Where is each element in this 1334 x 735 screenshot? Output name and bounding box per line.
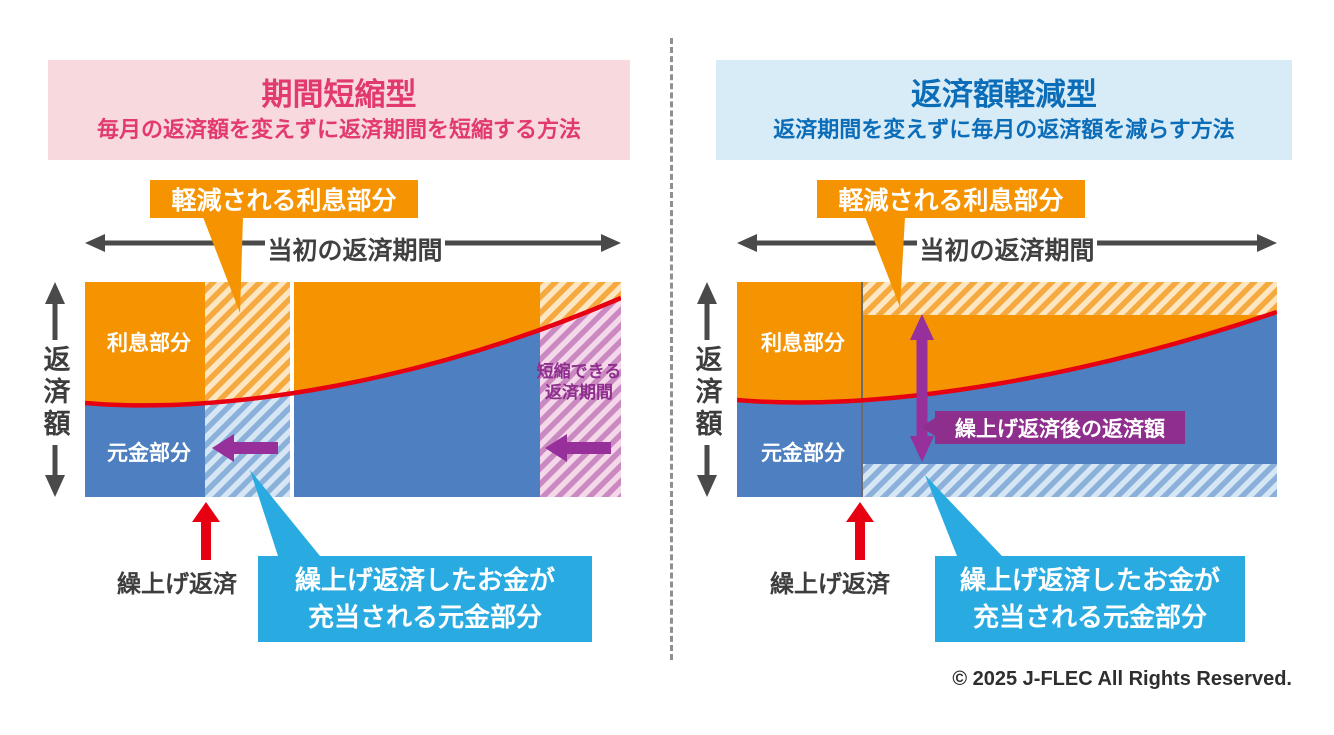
- shortened-period-hatch: [540, 298, 621, 497]
- left-panel-subtitle: 毎月の返済額を変えずに返済期間を短縮する方法: [96, 116, 581, 142]
- left-repayment-amount-label: 返済額: [39, 340, 71, 445]
- saved-interest-strip-hatch: [862, 282, 1277, 315]
- interest-portion-label: 利息部分: [761, 331, 845, 355]
- left-amortization-chart: 利息部分 元金部分 短縮できる 返済期間: [85, 282, 621, 497]
- principal-portion-label: 元金部分: [761, 441, 845, 465]
- prepaid-principal-strip-hatch: [862, 464, 1277, 497]
- principal-portion-label: 元金部分: [107, 441, 191, 465]
- left-panel-title: 期間短縮型: [261, 76, 417, 112]
- arrowhead-right-icon: [1257, 234, 1277, 252]
- left-callout-pointer: [250, 470, 320, 556]
- reduced-payment-label: 繰上げ返済後の返済額: [935, 411, 1185, 444]
- arrowhead-down-icon: [697, 475, 717, 497]
- arrowhead-up-icon: [45, 282, 65, 304]
- right-panel-subtitle: 返済期間を変えずに毎月の返済額を減らす方法: [773, 116, 1235, 142]
- purple-label-notch: [921, 418, 935, 436]
- copyright-notice: © 2025 J-FLEC All Rights Reserved.: [952, 668, 1292, 690]
- arrowhead-up-icon: [910, 314, 934, 340]
- right-callout-line1: 繰上げ返済したお金が: [959, 565, 1220, 595]
- left-header-box: 期間短縮型 毎月の返済額を変えずに返済期間を短縮する方法: [48, 60, 630, 160]
- right-saved-interest-badge: 軽減される利息部分: [817, 180, 1085, 218]
- amortization-curve: [85, 295, 621, 408]
- left-callout-line2: 充当される元金部分: [307, 602, 542, 632]
- right-amortization-chart: 利息部分 元金部分: [737, 282, 1277, 497]
- right-callout-line2: 充当される元金部分: [972, 602, 1207, 632]
- amortization-curve: [737, 309, 1277, 405]
- left-principal-callout: 繰上げ返済したお金が 充当される元金部分: [258, 556, 592, 642]
- right-panel-title: 返済額軽減型: [911, 76, 1097, 112]
- left-prepayment-label: 繰上げ返済: [117, 571, 237, 598]
- right-prepayment-label: 繰上げ返済: [770, 571, 890, 598]
- arrowhead-left-icon: [737, 234, 757, 252]
- shortened-period-label-line2: 返済期間: [545, 382, 613, 402]
- right-header-box: 返済額軽減型 返済期間を変えずに毎月の返済額を減らす方法: [716, 60, 1292, 160]
- right-repayment-amount-label: 返済額: [691, 340, 723, 445]
- right-callout-pointer: [925, 475, 1002, 556]
- right-prepayment-arrow: [846, 502, 874, 560]
- right-principal-callout: 繰上げ返済したお金が 充当される元金部分: [935, 556, 1245, 642]
- saved-interest-hatch: [205, 282, 290, 406]
- arrowhead-right-icon: [601, 234, 621, 252]
- arrowhead-left-icon: [85, 234, 105, 252]
- interest-portion-label: 利息部分: [107, 331, 191, 355]
- arrowhead-down-icon: [45, 475, 65, 497]
- shortened-period-label-line1: 短縮できる: [537, 361, 621, 381]
- principal-region: [737, 312, 1277, 497]
- arrowhead-down-icon: [910, 436, 934, 462]
- right-badge-pointer: [865, 217, 905, 307]
- left-prepayment-arrow: [192, 502, 220, 560]
- right-original-period-label: 当初の返済期間: [917, 230, 1097, 268]
- left-callout-line1: 繰上げ返済したお金が: [294, 565, 555, 595]
- period-shift-arrow: [545, 434, 611, 462]
- left-badge-pointer: [203, 217, 243, 313]
- arrowhead-up-icon: [697, 282, 717, 304]
- left-saved-interest-badge: 軽減される利息部分: [150, 180, 418, 218]
- principal-shift-arrow: [212, 434, 278, 462]
- left-original-period-label: 当初の返済期間: [265, 230, 445, 268]
- panel-divider: [670, 38, 673, 660]
